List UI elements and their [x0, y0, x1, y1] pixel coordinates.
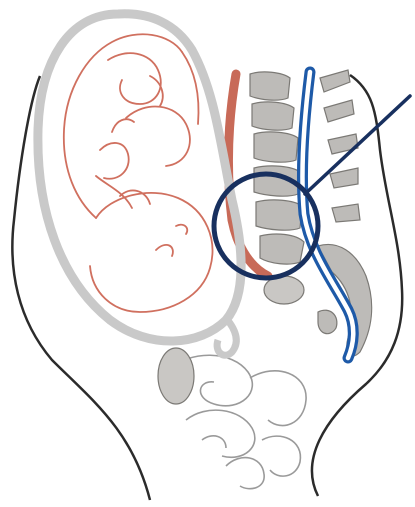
pubic-bone [158, 348, 194, 404]
fetus-icon [64, 34, 213, 312]
uterus-wall [38, 14, 241, 341]
